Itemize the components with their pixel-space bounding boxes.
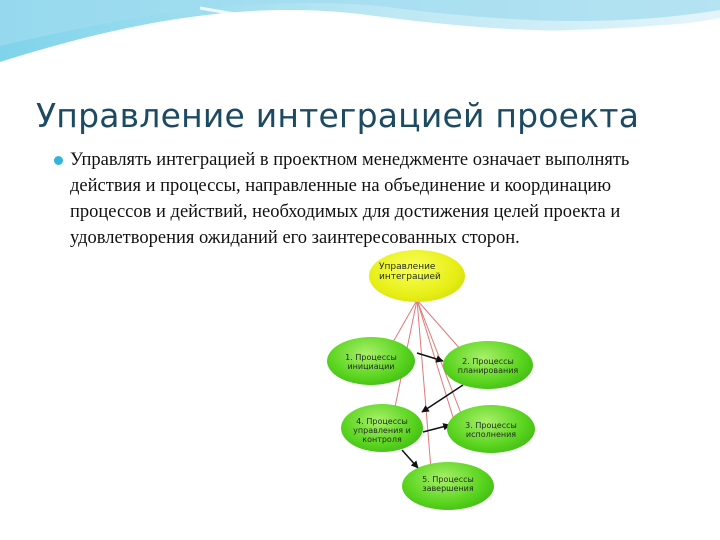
n3-line3: контроля <box>362 435 402 444</box>
center-line1: Управление <box>379 262 436 272</box>
n1-line1: 1. Процессы <box>345 353 397 362</box>
flow-arrows <box>401 352 494 469</box>
n5-line1: 5. Процессы <box>422 475 474 484</box>
integration-diagram: Управление интеграцией 1. Процессы иници… <box>300 240 560 530</box>
integration-management-node: Управление интеграцией <box>369 250 465 302</box>
n4-line1: 3. Процессы <box>465 421 517 430</box>
bullet-dot-icon <box>54 156 63 165</box>
closing-processes-node: 5. Процессы завершения <box>402 462 494 510</box>
executing-processes-node: 3. Процессы исполнения <box>447 405 535 453</box>
n5-line2: завершения <box>422 484 474 493</box>
n2-line1: 2. Процессы <box>462 357 514 366</box>
n3-line1: 4. Процессы <box>356 417 408 426</box>
center-line2: интеграцией <box>379 272 441 282</box>
n2-line2: планирования <box>457 366 519 375</box>
planning-processes-node: 2. Процессы планирования <box>443 341 533 389</box>
decorative-wave-header <box>0 0 720 67</box>
initiating-processes-node: 1. Процессы инициации <box>327 337 415 385</box>
bullet-text: Управлять интеграцией в проектном менедж… <box>70 150 630 248</box>
n4-line2: исполнения <box>465 430 517 439</box>
n3-line2: управления и <box>353 426 411 435</box>
slide-title: Управление интеграцией проекта <box>36 96 640 135</box>
n1-line2: инициации <box>347 362 395 371</box>
control-processes-node: 4. Процессы управления и контроля <box>341 404 423 452</box>
